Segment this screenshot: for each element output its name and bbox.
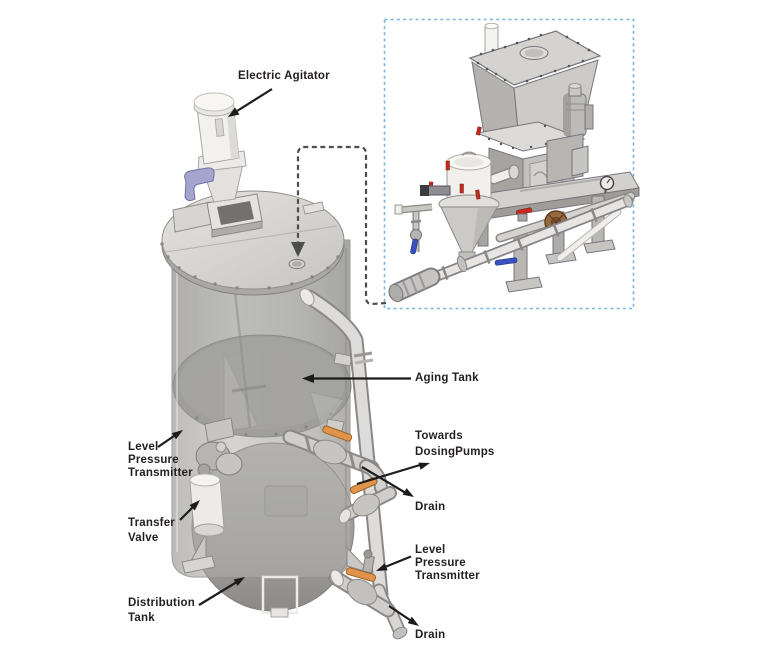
label-level-pressure-transmitter-right: Level Pressure Transmitter [415,544,480,583]
agitator-clamp [184,167,215,202]
arrow-drain-upper [361,466,414,497]
arrow-aging-tank [302,374,411,383]
label-drain-lower: Drain [415,628,445,643]
label-line: Aging Tank [415,372,479,384]
label-line: DosingPumps [415,446,495,458]
arrow-towards-dosing-pumps [356,462,430,486]
label-level-pressure-transmitter-left: Level Pressure Transmitter [128,441,193,480]
label-transfer-valve: Transfer Valve [128,516,175,546]
label-line: Level [415,544,446,556]
arrow-electric-agitator [228,88,273,117]
valve-drain-lower-graphic [328,549,396,618]
label-line: Drain [415,501,446,513]
electric-agitator-graphic [172,92,263,238]
dashed-connector [291,145,387,306]
label-line: Pressure [128,454,179,466]
label-line: Electric Agitator [238,70,330,82]
label-line: Drain [415,629,446,641]
label-line: Transmitter [415,570,480,582]
inset-border [383,18,635,310]
label-line: Level [128,441,159,453]
left-transmitter-graphic [195,417,243,477]
label-line: Tank [128,612,155,624]
label-distribution-tank: Distribution Tank [128,596,195,626]
valve-drain-upper-graphic [338,477,397,524]
label-line: Valve [128,532,159,544]
label-line: Distribution [128,597,195,609]
arrow-level-pressure-transmitter-right [376,555,412,571]
label-line: Pressure [415,557,466,569]
label-aging-tank: Aging Tank [415,371,479,386]
arrow-distribution-tank [198,577,245,606]
label-line: Towards [415,430,463,442]
label-electric-agitator: Electric Agitator [238,69,330,84]
label-drain-upper: Drain [415,500,445,515]
transfer-valve-graphic [189,473,225,537]
valve-handle [345,567,377,582]
label-towards-dosing-pumps: Towards DosingPumps [415,428,495,460]
blue-valve-lever [410,238,419,255]
arrow-drain-lower [388,605,419,626]
inset-feeder-graphic [383,18,640,310]
arrow-level-pressure-transmitter-left [157,430,183,448]
arrow-transfer-valve [179,500,200,521]
label-line: Transfer [128,517,175,529]
valve-handle [322,425,353,442]
label-line: Transmitter [128,467,193,479]
valve-upper-graphic [282,425,388,495]
